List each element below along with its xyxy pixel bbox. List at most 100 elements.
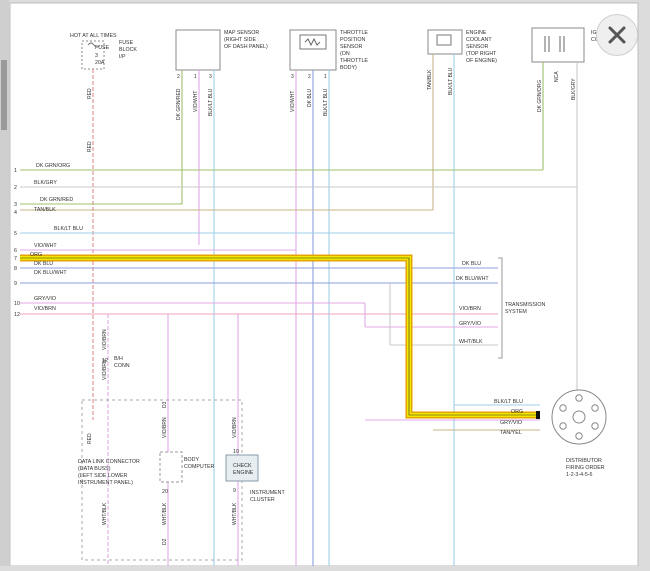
tps-symbol bbox=[299, 34, 327, 50]
highlighted-org-circuit[interactable] bbox=[20, 254, 540, 419]
body-computer-label-1: BODY bbox=[184, 457, 199, 463]
ect-label-1: ENGINE bbox=[466, 30, 487, 36]
pin-label-8: DK BLU bbox=[34, 261, 53, 267]
left-pin-labels: 1 DK GRN/ORG 2 BLK/GRY 3 DK GRN/RED 4 TA… bbox=[14, 163, 83, 318]
tps-label-3: SENSOR bbox=[340, 44, 363, 50]
coil-wire-1: DK GRN/ORG bbox=[537, 80, 543, 112]
pin-label-7: ORG bbox=[30, 252, 42, 258]
lower-components: 12 B/H CONN DATA LINK CONNECTOR (DATA BU… bbox=[78, 88, 285, 561]
ce-pin-10: 10 bbox=[233, 449, 239, 455]
ce-vio-brn-label: VIO/BRN bbox=[232, 417, 238, 438]
ect-wire-2: BLK/LT BLU bbox=[448, 67, 454, 95]
scrollbar-track[interactable] bbox=[0, 0, 9, 566]
transmission-label-2: SYSTEM bbox=[505, 309, 527, 315]
pin-label-3: DK GRN/RED bbox=[40, 197, 73, 203]
pin-num-11: 12 bbox=[14, 312, 20, 318]
pin-num-7: 7 bbox=[14, 256, 17, 262]
dist-label-gry-vio: GRY/VIO bbox=[500, 420, 522, 426]
dlc-label-3: (LEFT SIDE LOWER bbox=[78, 473, 128, 479]
diagram-page bbox=[9, 2, 639, 567]
fuse-label-2: 3 bbox=[95, 53, 98, 59]
tps-wire-3: BLK/LT BLU bbox=[323, 88, 329, 116]
pin-num-8: 8 bbox=[14, 266, 17, 272]
pin-num-5: 5 bbox=[14, 231, 17, 237]
pin-label-5: BLK/LT BLU bbox=[54, 226, 83, 232]
dlc-red-label: RED bbox=[87, 433, 93, 444]
dlc-wht-blk-label: WHT/BLK bbox=[102, 502, 108, 525]
pin-label-1: DK GRN/ORG bbox=[36, 163, 70, 169]
pin-num-10: 10 bbox=[14, 301, 20, 307]
check-engine-label-1: CHECK bbox=[233, 463, 252, 469]
pin-num-1: 1 bbox=[14, 168, 17, 174]
map-wire-3: BLK/LT BLU bbox=[208, 88, 214, 116]
tps-label-6: BODY) bbox=[340, 65, 357, 71]
map-wire-1: DK GRN/RED bbox=[176, 88, 182, 120]
transmission-bracket bbox=[498, 257, 503, 359]
ect-box bbox=[427, 29, 463, 55]
distributor-label-2: FIRING ORDER bbox=[566, 465, 605, 471]
bh-vio-brn-label: VIO/BRN bbox=[102, 329, 108, 350]
close-button[interactable] bbox=[596, 14, 638, 56]
tps-pin-3: 1 bbox=[324, 74, 327, 80]
map-pin-3: 3 bbox=[209, 74, 212, 80]
bc-vio-brn-label: VIO/BRN bbox=[162, 417, 168, 438]
right-label-wht-blk: WHT/BLK bbox=[459, 339, 483, 345]
bc-pin-d2: D2 bbox=[162, 538, 168, 545]
fuse-symbol bbox=[87, 42, 101, 48]
map-sensor-box bbox=[175, 29, 221, 71]
transmission-label-1: TRANSMISSION bbox=[505, 302, 545, 308]
body-computer-label-2: COMPUTER bbox=[184, 464, 214, 470]
pin-label-6: VIO/WHT bbox=[34, 243, 57, 249]
red-label-mid: RED bbox=[87, 141, 93, 152]
org-wire-terminal bbox=[536, 411, 540, 419]
ect-label-3: SENSOR bbox=[466, 44, 489, 50]
bh-pin-number: 12 bbox=[102, 358, 108, 364]
body-computer-box bbox=[159, 451, 183, 483]
check-engine-label-2: ENGINE bbox=[233, 470, 254, 476]
pin-label-10: GRY/VIO bbox=[34, 296, 56, 302]
right-labels: DK BLU DK BLU/WHT VIO/BRN GRY/VIO WHT/BL… bbox=[456, 261, 545, 436]
dist-label-org: ORG bbox=[511, 409, 523, 415]
fuse-block-label-2: BLOCK bbox=[119, 47, 137, 53]
bc-pin-d3: D3 bbox=[162, 401, 168, 408]
map-sensor-label-1: MAP SENSOR bbox=[224, 30, 259, 36]
check-engine-box bbox=[225, 454, 259, 482]
ce-pin-9: 9 bbox=[233, 488, 236, 494]
pin-label-11: VIO/BRN bbox=[34, 306, 56, 312]
scrollbar-thumb[interactable] bbox=[1, 60, 7, 130]
tps-wire-2: DK BLU bbox=[307, 89, 313, 107]
connector-wire-labels: 2 1 3 3 2 1 DK GRN/RED VIO/WHT BLK/LT BL… bbox=[176, 67, 577, 120]
fuse-block-label-3: I/P bbox=[119, 54, 126, 60]
ect-label-4: (TOP RIGHT bbox=[466, 51, 497, 57]
pin-num-6: 6 bbox=[14, 248, 17, 254]
instrument-cluster-label-2: CLUSTER bbox=[250, 497, 275, 503]
bc-wht-blk-label: WHT/BLK bbox=[162, 502, 168, 525]
pin-label-4: TAN/BLK bbox=[34, 207, 56, 213]
distributor: DISTRIBUTOR FIRING ORDER 1-2-3-4-5-6 bbox=[551, 389, 607, 478]
ce-wht-blk-label: WHT/BLK bbox=[232, 502, 238, 525]
distributor-center bbox=[572, 410, 586, 424]
coil-symbol bbox=[544, 36, 565, 52]
bc-pin-20: 20 bbox=[162, 489, 168, 495]
fuse-block-label-1: FUSE bbox=[119, 40, 134, 46]
pin-num-4: 4 bbox=[14, 210, 17, 216]
map-sensor-label-3: OF DASH PANEL) bbox=[224, 44, 268, 50]
pin-num-3: 3 bbox=[14, 202, 17, 208]
dist-label-blk-ltblu: BLK/LT BLU bbox=[494, 399, 523, 405]
bh-conn-label-2: CONN bbox=[114, 363, 130, 369]
pin-num-9: 9 bbox=[14, 281, 17, 287]
map-pin-1: 2 bbox=[177, 74, 180, 80]
ect-label-2: COOLANT bbox=[466, 37, 492, 43]
bh-conn-label-1: B/H bbox=[114, 356, 123, 362]
pin-label-9: DK BLU/WHT bbox=[34, 270, 67, 276]
ect-wire-1: TAN/BLK bbox=[427, 69, 433, 90]
right-label-dkblu: DK BLU bbox=[462, 261, 481, 267]
fuse-label-3: 20A bbox=[95, 60, 105, 66]
dlc-label-4: INSTRUMENT PANEL) bbox=[78, 480, 133, 486]
dlc-label-1: DATA LINK CONNECTOR bbox=[78, 459, 140, 465]
red-label-top: RED bbox=[87, 88, 93, 99]
top-components: HOT AT ALL TIMES FUSE 3 20A FUSE BLOCK I… bbox=[70, 27, 615, 71]
distributor-label-1: DISTRIBUTOR bbox=[566, 458, 602, 464]
